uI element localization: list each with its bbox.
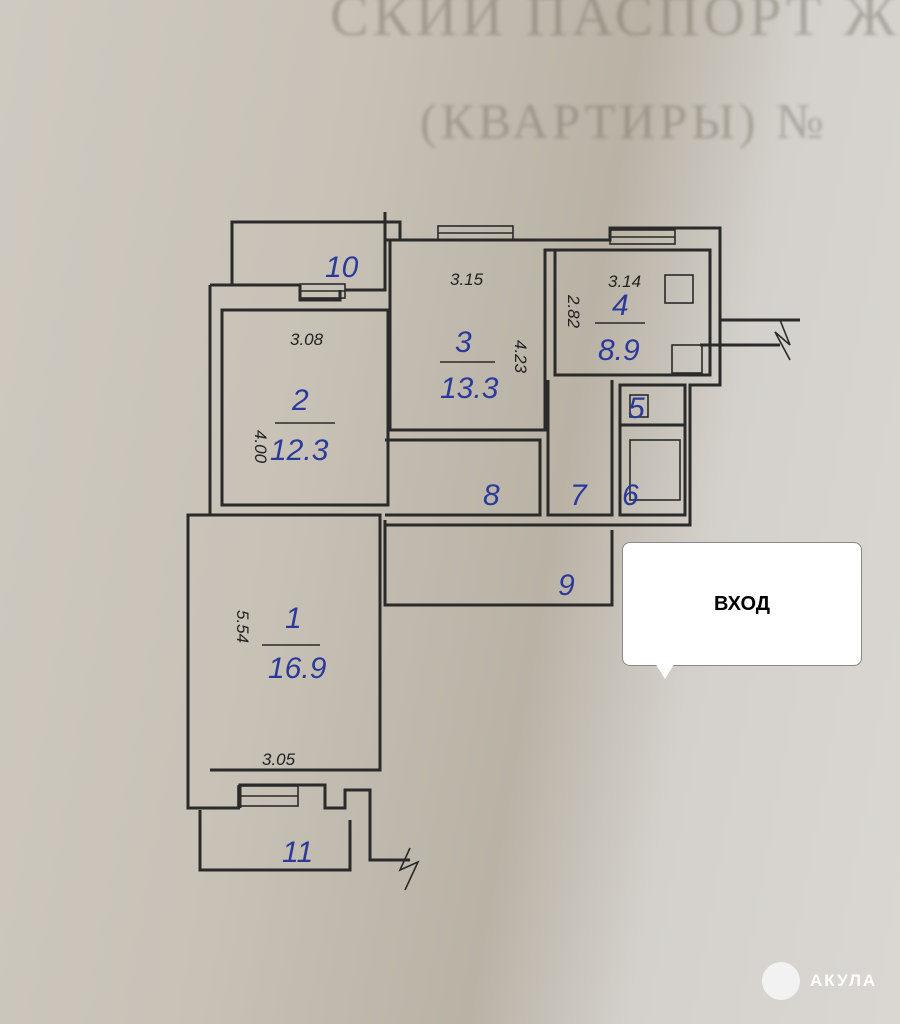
balcony-10-wall <box>345 240 387 292</box>
stove-icon <box>664 274 694 304</box>
corridor-9-outline <box>383 520 614 607</box>
room-5-number: 5 <box>628 392 645 425</box>
room-7-outline <box>546 380 614 517</box>
dim-room3-width: 3.15 <box>450 270 484 289</box>
room-7-number: 7 <box>570 479 588 512</box>
dim-room1-width: 3.05 <box>262 750 296 769</box>
dim-room4-width: 3.14 <box>608 272 641 291</box>
shark-logo-icon <box>762 962 800 1000</box>
callout-pointer <box>655 663 675 679</box>
room-4-number: 4 <box>612 289 629 322</box>
room-3-area: 13.3 <box>440 372 499 405</box>
dim-room1-length: 5.54 <box>233 610 252 643</box>
dim-room3-length: 4.23 <box>511 340 530 374</box>
dim-room2-length: 4.00 <box>251 430 270 464</box>
watermark-brand: АКУЛА <box>810 971 878 990</box>
room-2-number: 2 <box>291 384 309 417</box>
rooms-5-6-outline <box>618 383 687 517</box>
windows <box>237 225 676 807</box>
room-1-area: 16.9 <box>268 652 327 685</box>
room-1-number: 1 <box>285 602 302 635</box>
room-2-outline <box>220 308 390 507</box>
room-4-outline <box>553 248 712 377</box>
room-8-number: 8 <box>483 479 500 512</box>
wall-top-right <box>383 212 800 322</box>
document-header-line2: (КВАРТИРЫ) № <box>420 93 828 149</box>
toilet-icon <box>629 394 649 418</box>
wall-right <box>385 320 722 527</box>
entrance-label: ВХОД <box>713 592 771 615</box>
entrance-callout: ВХОД <box>622 542 862 666</box>
balcony-11-outline <box>198 810 352 872</box>
watermark-logo: АКУЛА <box>762 962 877 1000</box>
wall-bottom <box>238 783 410 862</box>
room-11-number: 11 <box>282 836 313 869</box>
room-4-area: 8.9 <box>598 334 640 367</box>
dim-room2-width: 3.08 <box>290 330 324 349</box>
document-header-line1: СКИЙ ПАСПОРТ ЖИЛОГО <box>330 0 900 48</box>
dim-room4-length: 2.82 <box>564 294 583 329</box>
sink-icon <box>671 344 703 374</box>
balcony-10-outline <box>230 220 402 285</box>
room-9-number: 9 <box>558 569 575 602</box>
room-1-outline <box>210 513 382 772</box>
room-3-outline <box>388 240 555 432</box>
fraction-bars <box>262 322 645 646</box>
room-6-number: 6 <box>622 479 639 512</box>
room-3-number: 3 <box>455 326 472 359</box>
room-8-outline <box>385 438 542 517</box>
room-10-number: 10 <box>325 251 359 284</box>
wall-left <box>186 285 240 810</box>
break-mark-right <box>774 319 791 361</box>
bathtub-icon <box>629 439 681 501</box>
room-2-area: 12.3 <box>270 434 329 467</box>
break-mark-bottom <box>398 847 420 891</box>
